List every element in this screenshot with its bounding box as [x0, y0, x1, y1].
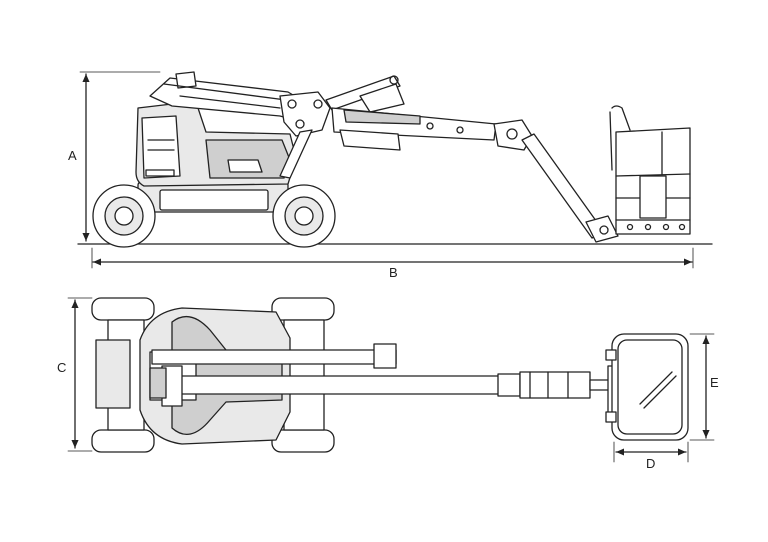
top-main-boom [155, 375, 501, 395]
side-front-wheel [272, 184, 336, 248]
top-view: C E D [57, 297, 719, 471]
dim-e-label: E [710, 375, 719, 390]
top-wheel-front-bottom [271, 429, 335, 453]
side-rear-wheel [92, 184, 156, 248]
top-wheel-front-top [271, 297, 335, 321]
dim-b-label: B [389, 265, 398, 280]
top-platform [605, 333, 689, 441]
top-wheel-rear-top [91, 297, 155, 321]
dim-c-label: C [57, 360, 66, 375]
side-platform [609, 105, 691, 235]
dim-a-label: A [68, 148, 77, 163]
dim-d-label: D [646, 456, 655, 471]
side-view: A B [68, 71, 713, 280]
top-lower-boom [151, 349, 397, 365]
top-wheel-rear-bottom [91, 429, 155, 453]
side-link-plate [279, 91, 331, 137]
